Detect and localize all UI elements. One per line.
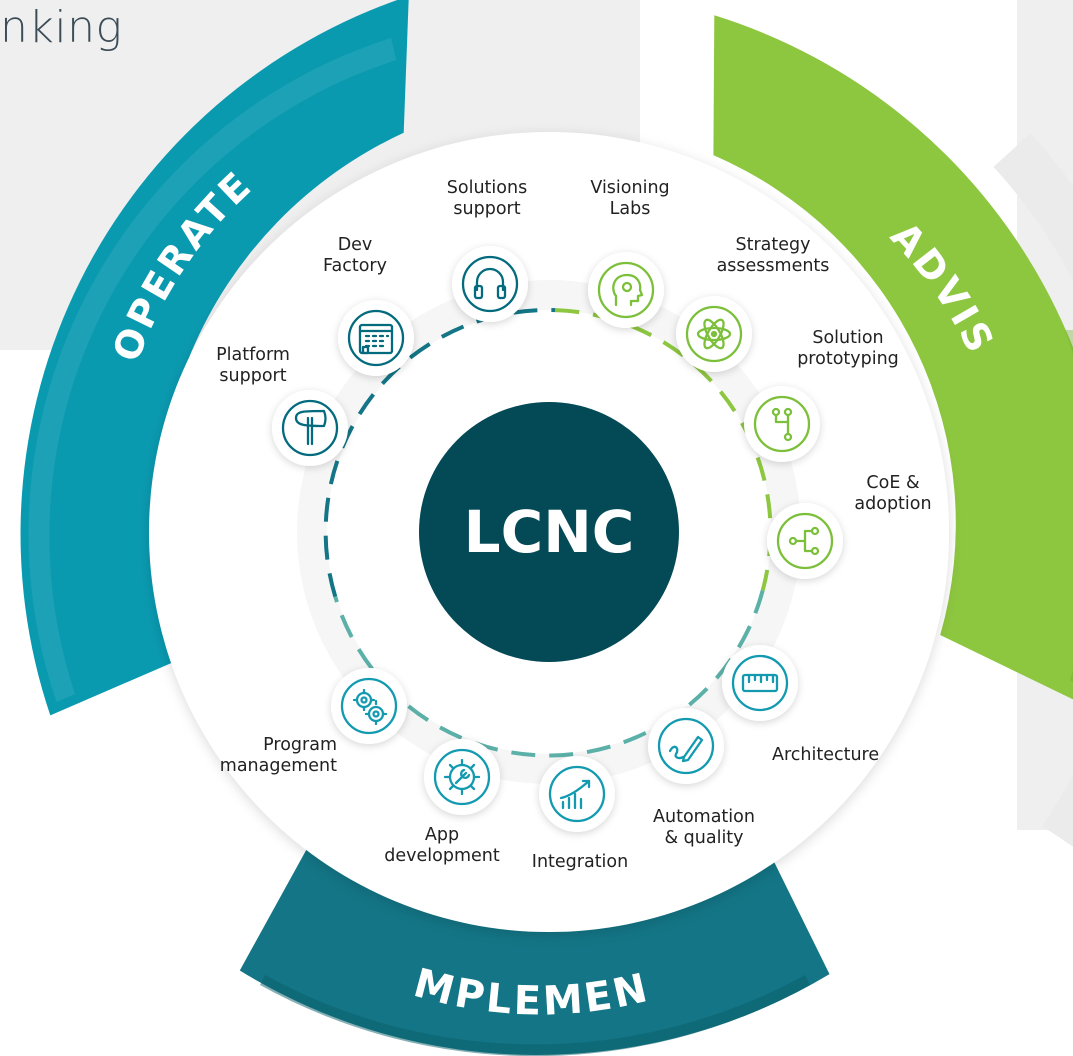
coe-adoption-label-line2: adoption: [854, 494, 932, 514]
solution-prototyping-node: [744, 386, 820, 462]
app-development-label-line2: development: [384, 846, 500, 866]
solution-prototyping-label-line2: prototyping: [797, 349, 899, 369]
platform-support-label-line2: support: [219, 366, 287, 386]
architecture-label-line1: Architecture: [772, 745, 880, 765]
visioning-labs-node: [588, 252, 664, 328]
app-development-node: [424, 739, 500, 815]
growth-chart-icon: [559, 779, 591, 810]
automation-quality-label: Automation& quality: [653, 807, 755, 849]
program-management-label-line1: Program: [263, 735, 337, 755]
building-icon: [358, 323, 394, 355]
architecture-label: Architecture: [772, 745, 879, 766]
gears-icon: [352, 688, 388, 726]
integration-node: [539, 756, 615, 832]
strategy-assessments-label-line1: Strategy: [735, 235, 811, 255]
coe-adoption-node: [767, 503, 843, 579]
operate-band: [20, 0, 409, 716]
head-gear-icon: [612, 273, 644, 307]
automation-quality-label-line2: & quality: [664, 828, 744, 848]
visioning-labs-label-line2: Labs: [609, 199, 651, 219]
center-circle: [419, 402, 679, 662]
automation-quality-node: [648, 708, 724, 784]
pen-icon: [668, 735, 704, 763]
strategy-assessments-node: [676, 296, 752, 372]
headphones-icon: [473, 267, 507, 300]
coe-adoption-label-line1: CoE &: [866, 473, 920, 493]
gear-wrench-icon: [443, 758, 481, 796]
integration-label: Integration: [532, 852, 628, 873]
axe-icon: [294, 409, 327, 446]
dev-factory-label-line2: Factory: [323, 256, 387, 276]
dev-factory-node: [338, 300, 414, 376]
network-icon: [788, 526, 820, 556]
strategy-assessments-label-line2: assessments: [716, 256, 830, 276]
dashed-ring-implement: [333, 589, 765, 758]
ruler-icon: [741, 673, 779, 693]
program-management-label-line2: management: [219, 756, 337, 776]
program-management-node: [331, 668, 407, 744]
app-development-label-line1: App: [424, 825, 460, 845]
automation-quality-label-line1: Automation: [653, 807, 755, 827]
center-label: LCNC: [464, 498, 635, 566]
atom-icon: [696, 318, 732, 350]
page-heading: nking: [0, 2, 123, 53]
coe-adoption-label: CoE &adoption: [854, 473, 931, 515]
advise-band: [713, 15, 1073, 700]
platform-support-node: [272, 390, 348, 466]
architecture-node: [722, 645, 798, 721]
visioning-labs-label-line1: Visioning: [590, 178, 670, 198]
icons-layer: [272, 246, 843, 832]
solution-prototyping-label-line1: Solution: [812, 328, 884, 348]
branch-icon: [771, 407, 793, 442]
dev-factory-label-line1: Dev: [337, 235, 373, 255]
solutions-support-node: [452, 246, 528, 322]
solutions-support-label-line1: Solutions: [446, 178, 528, 198]
platform-support-label-line1: Platform: [216, 345, 290, 365]
integration-label-line1: Integration: [531, 852, 629, 872]
solutions-support-label-line2: support: [453, 199, 521, 219]
